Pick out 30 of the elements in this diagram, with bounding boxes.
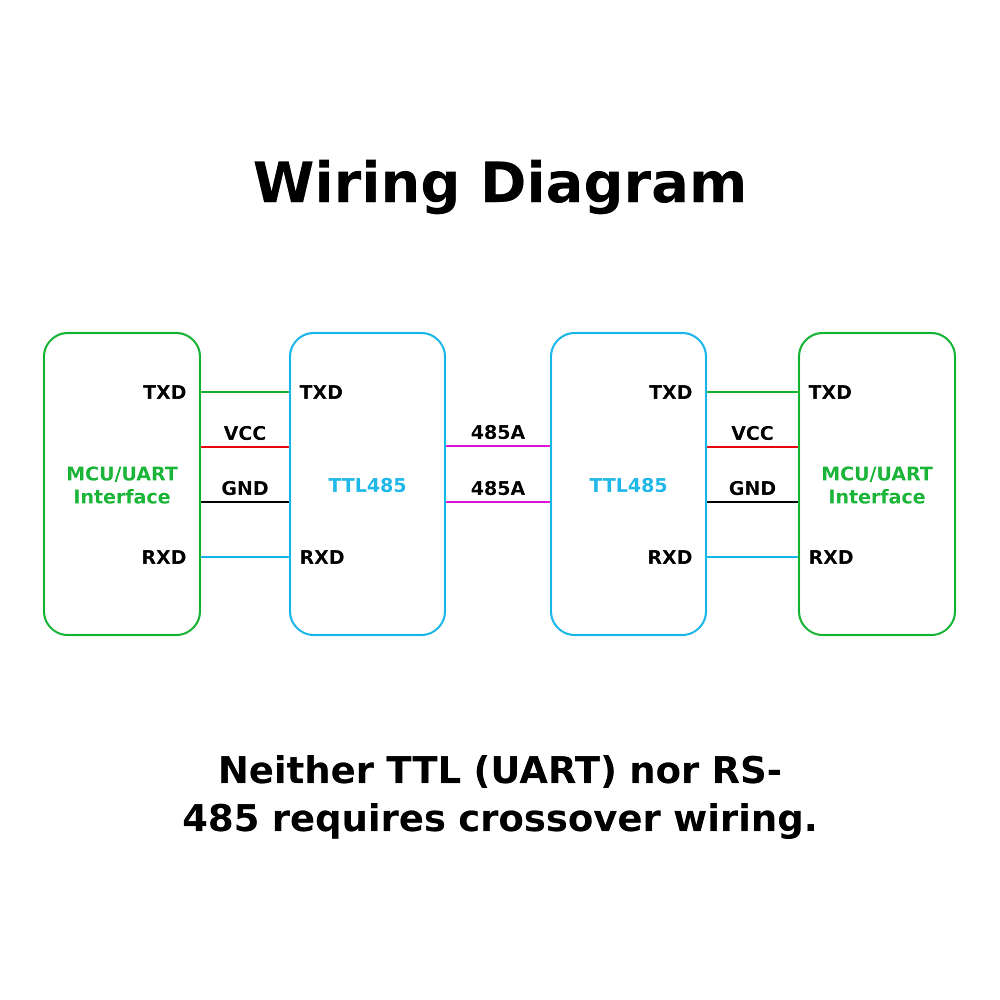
wire-label: VCC [730, 424, 775, 442]
wire-label: GND [728, 480, 778, 496]
pin-label: RXD [301, 550, 344, 564]
wire [707, 446, 798, 448]
wire-label: GND [220, 480, 270, 496]
wire [446, 501, 550, 503]
pin-label: RXD [143, 550, 186, 564]
wire [201, 446, 289, 448]
pin-label: RXD [649, 550, 692, 564]
caption: Neither TTL (UART) nor RS-485 requires crossover wiring. [184, 754, 814, 840]
title: Wiring Diagram [254, 160, 743, 214]
pin-label: RXD [810, 550, 853, 564]
pin-label: TXD [143, 385, 186, 399]
wire [201, 556, 289, 558]
wire [446, 445, 550, 447]
wire-label: 485A [470, 480, 526, 496]
wire [201, 391, 289, 393]
module-label: MCU/UART Interface [68, 466, 178, 504]
wire [707, 556, 798, 558]
module-label: TTL485 [590, 478, 666, 492]
wire [707, 391, 798, 393]
wire [707, 501, 798, 503]
module-label: TTL485 [328, 478, 406, 492]
wire-label: 485A [470, 424, 526, 440]
wire [201, 501, 289, 503]
pin-label: TXD [300, 385, 342, 399]
pin-label: TXD [808, 385, 851, 399]
module-label: MCU/UART Interface [823, 466, 933, 504]
wire-label: VCC [222, 424, 268, 442]
pin-label: TXD [649, 385, 692, 399]
